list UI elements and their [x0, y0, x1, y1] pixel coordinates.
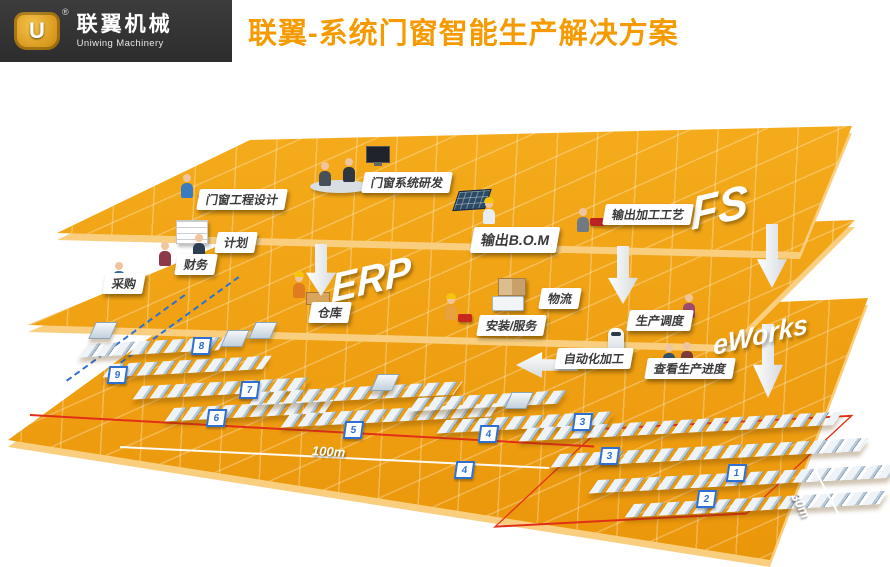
station-tag-purchase: 采购 [102, 273, 146, 294]
station-tag-warehouse: 仓库 [308, 302, 352, 323]
station-number-badge: 4 [453, 461, 476, 479]
length-dimension-label: 100m [311, 443, 346, 460]
plan-shelf [176, 220, 208, 244]
installer-figure [444, 293, 458, 322]
station-tag-process: 输出加工工艺 [602, 204, 694, 225]
station-number-badge: 4 [477, 425, 500, 443]
station-number-badge: 1 [725, 464, 748, 482]
laptop-icon [590, 218, 604, 226]
rnd-figure [318, 162, 332, 188]
brand-name-en: Uniwing Machinery [76, 38, 164, 50]
warehouse-worker-figure [292, 271, 306, 300]
station-tag-install: 安装/服务 [476, 315, 548, 336]
station-number-badge: 3 [598, 447, 621, 465]
finance-figure [158, 242, 172, 268]
bom-engineer-figure [482, 197, 496, 226]
station-number-badge: 7 [238, 381, 261, 399]
logo-letter: U [29, 18, 45, 43]
station-number-badge: 3 [571, 413, 594, 431]
station-number-badge: 6 [205, 409, 228, 427]
brand-name-cn: 联翼机械 [76, 12, 173, 36]
station-tag-bom: 输出B.O.M [469, 227, 561, 253]
station-tag-finance: 财务 [174, 254, 218, 275]
station-number-badge: 8 [190, 337, 213, 355]
toolbox-icon [458, 314, 472, 322]
registered-trademark: ® [62, 7, 69, 17]
station-number-badge: 5 [342, 421, 365, 439]
station-tag-progress: 查看生产进度 [644, 358, 736, 379]
station-tag-dispatch: 生产调度 [626, 310, 694, 331]
isometric-scene: FS ERP eWorks 门窗工程设计 门窗系统研发 输出B.O.M 输出加工… [0, 62, 890, 567]
header: U ® 联翼机械 Uniwing Machinery 联翼-系统门窗智能生产解决… [0, 0, 890, 62]
process-engineer-figure [576, 208, 590, 234]
station-tag-plan: 计划 [214, 232, 258, 253]
station-tag-logistics: 物流 [538, 288, 582, 309]
brand-text: 联翼机械 Uniwing Machinery [77, 13, 173, 49]
station-number-badge: 2 [695, 490, 718, 508]
logistics-boxes [498, 278, 526, 296]
title-bar: 联翼-系统门窗智能生产解决方案 [232, 0, 890, 62]
station-tag-design: 门窗工程设计 [196, 189, 288, 210]
robot-figure [608, 328, 624, 351]
rnd-figure [342, 158, 356, 184]
logistics-truck [492, 296, 524, 311]
station-number-badge: 9 [106, 366, 129, 384]
station-tag-rnd: 门窗系统研发 [361, 172, 453, 193]
page-title: 联翼-系统门窗智能生产解决方案 [248, 18, 679, 50]
brand-block: U ® 联翼机械 Uniwing Machinery [0, 0, 232, 62]
station-tag-auto: 自动化加工 [554, 348, 634, 369]
designer-figure [180, 174, 194, 200]
monitor-icon [366, 146, 390, 166]
brand-logo-icon: U [14, 12, 60, 50]
